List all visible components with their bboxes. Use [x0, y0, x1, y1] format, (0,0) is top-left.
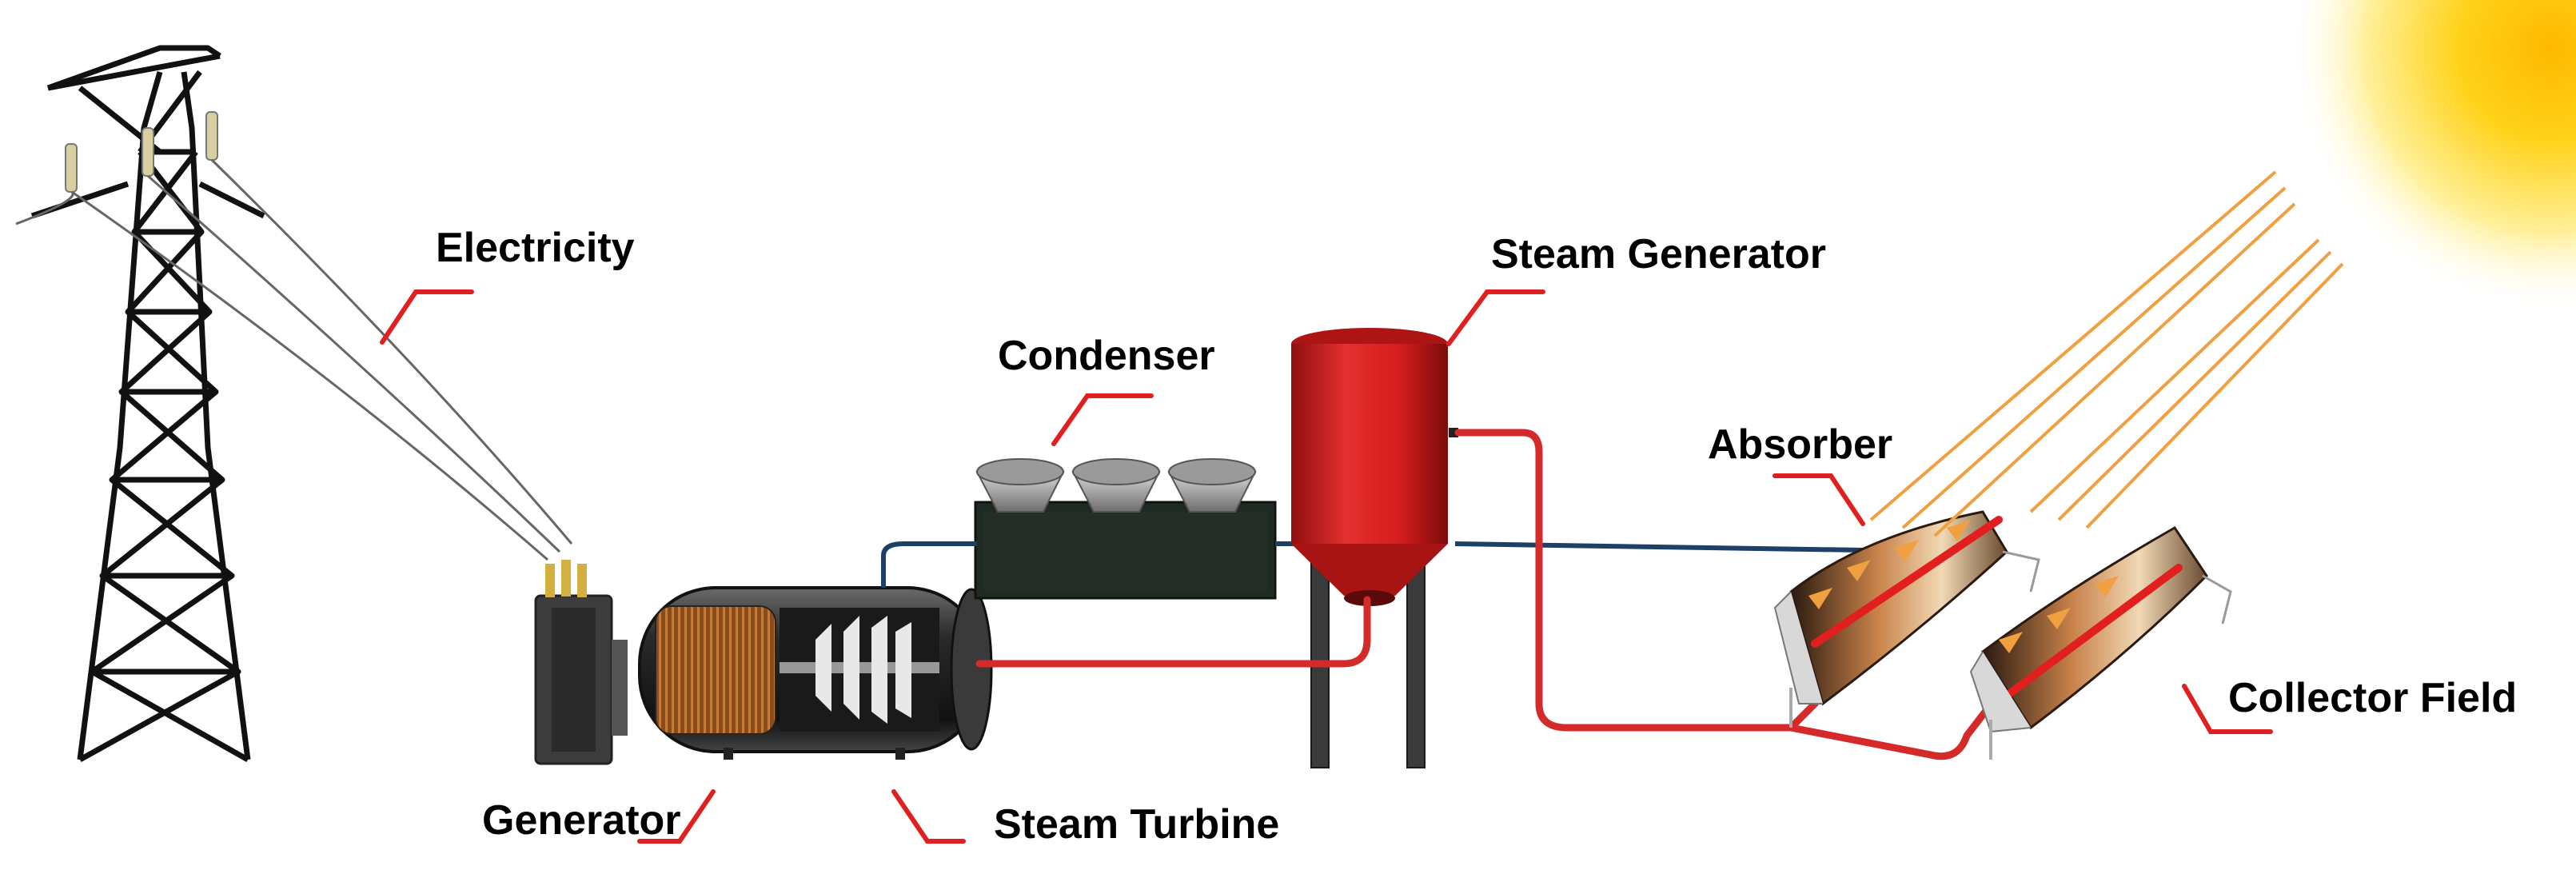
collector-trough-1 [1773, 510, 2040, 706]
steam-turbine [638, 586, 993, 760]
steam-generator-tank [1291, 328, 1458, 606]
electricity-label: Electricity [436, 225, 635, 271]
sun-rays [1869, 170, 2344, 537]
condenser-label: Condenser [998, 333, 1215, 379]
collector-supports [1789, 688, 1992, 760]
leader-lines [380, 289, 2273, 844]
absorber-label: Absorber [1708, 421, 1892, 468]
steam-pipes [975, 429, 2051, 760]
collector-field-label: Collector Field [2228, 675, 2517, 721]
generator [534, 560, 628, 765]
steam-generator-label: Steam Generator [1491, 231, 1826, 277]
ray-arrowheads [1808, 520, 2119, 653]
steam-generator-legs [1310, 527, 1426, 768]
collector-trough-2 [1969, 526, 2232, 733]
generator-label: Generator [482, 797, 681, 844]
power-lines [15, 158, 573, 561]
condenser [974, 458, 1277, 600]
sun-icon [2287, 0, 2576, 312]
steam-turbine-label: Steam Turbine [994, 801, 1279, 848]
